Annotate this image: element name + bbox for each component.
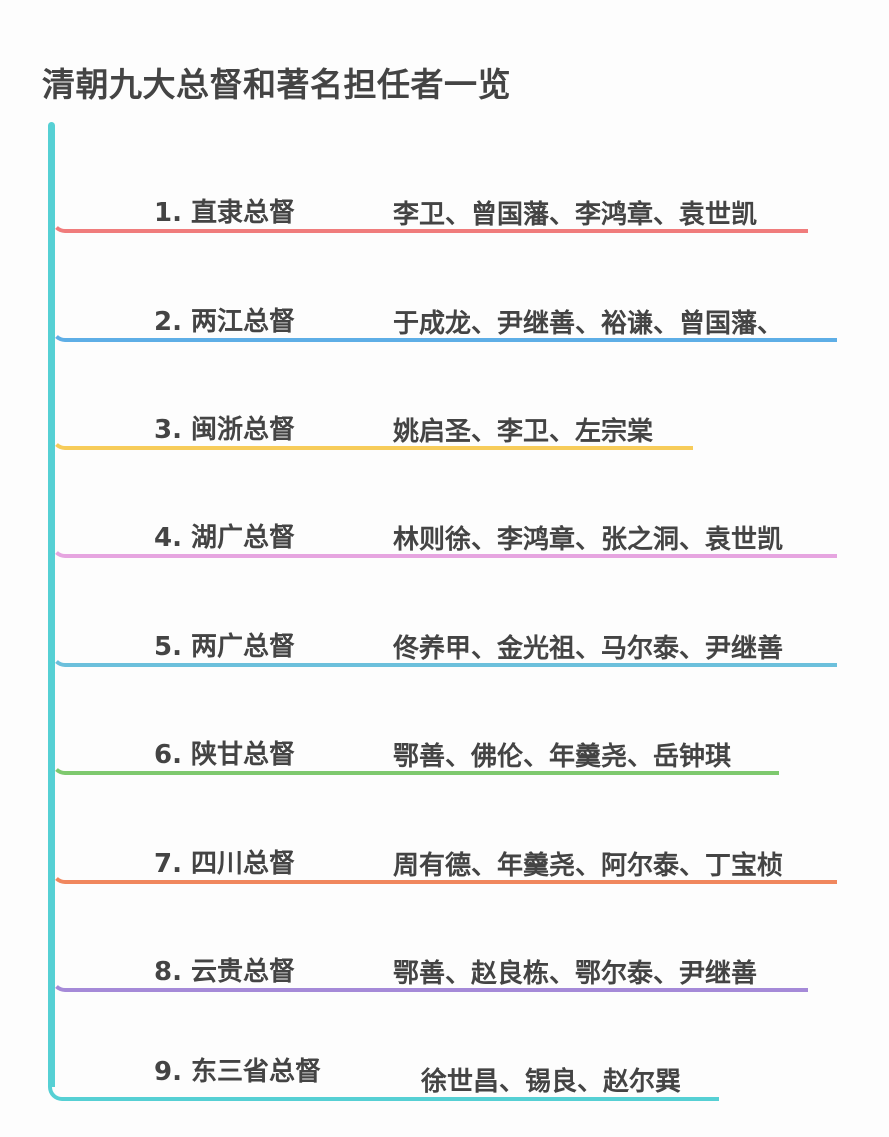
branch-connector-line (51, 653, 837, 667)
notable-holders: 周有德、年羹尧、阿尔泰、丁宝桢 (393, 851, 784, 881)
governor-title: 3. 闽浙总督 (154, 415, 296, 445)
notable-holders: 佟养甲、金光祖、马尔泰、尹继善 (393, 634, 784, 664)
branch-item: 1. 直隶总督 李卫、曾国藩、李鸿章、袁世凯 (51, 193, 808, 233)
branch-connector-line (51, 544, 837, 558)
governor-title: 2. 两江总督 (154, 307, 296, 337)
governor-title: 4. 湖广总督 (154, 523, 296, 553)
branch-connector-line (51, 870, 837, 884)
notable-holders: 林则徐、李鸿章、张之洞、袁世凯 (393, 525, 784, 555)
notable-holders: 李卫、曾国藩、李鸿章、袁世凯 (393, 200, 758, 230)
branch-item: 8. 云贵总督 鄂善、赵良栋、鄂尔泰、尹继善 (51, 952, 808, 992)
branch-connector-line (48, 1071, 719, 1101)
branch-connector-line (51, 761, 779, 775)
notable-holders: 鄂善、赵良栋、鄂尔泰、尹继善 (393, 959, 758, 989)
branch-connector-line (51, 328, 837, 342)
notable-holders: 姚启圣、李卫、左宗棠 (393, 417, 654, 447)
branch-connector-line (51, 978, 808, 992)
governor-title: 8. 云贵总督 (154, 957, 296, 987)
governor-title: 6. 陕甘总督 (154, 740, 296, 770)
branch-connector-line (51, 436, 693, 450)
mindmap-trunk-line (48, 122, 55, 1087)
page-title: 清朝九大总督和著名担任者一览 (42, 65, 511, 104)
branch-item: 4. 湖广总督 林则徐、李鸿章、张之洞、袁世凯 (51, 518, 837, 558)
branch-item: 9. 东三省总督 徐世昌、锡良、赵尔巽 (48, 1057, 722, 1101)
governor-title: 7. 四川总督 (154, 849, 296, 879)
governor-title: 5. 两广总督 (154, 632, 296, 662)
notable-holders: 鄂善、佛伦、年羹尧、岳钟琪 (393, 742, 732, 772)
governor-title: 1. 直隶总督 (154, 198, 296, 228)
branch-item: 6. 陕甘总督 鄂善、佛伦、年羹尧、岳钟琪 (51, 735, 779, 775)
notable-holders: 于成龙、尹继善、裕谦、曾国藩、 (393, 309, 784, 339)
branch-item: 7. 四川总督 周有德、年羹尧、阿尔泰、丁宝桢 (51, 844, 837, 884)
notable-holders: 徐世昌、锡良、赵尔巽 (421, 1067, 682, 1097)
branch-item: 3. 闽浙总督 姚启圣、李卫、左宗棠 (51, 410, 693, 450)
governor-title: 9. 东三省总督 (154, 1057, 322, 1087)
branch-connector-line (51, 219, 808, 233)
branch-item: 5. 两广总督 佟养甲、金光祖、马尔泰、尹继善 (51, 627, 837, 667)
branch-item: 2. 两江总督 于成龙、尹继善、裕谦、曾国藩、 (51, 302, 837, 342)
